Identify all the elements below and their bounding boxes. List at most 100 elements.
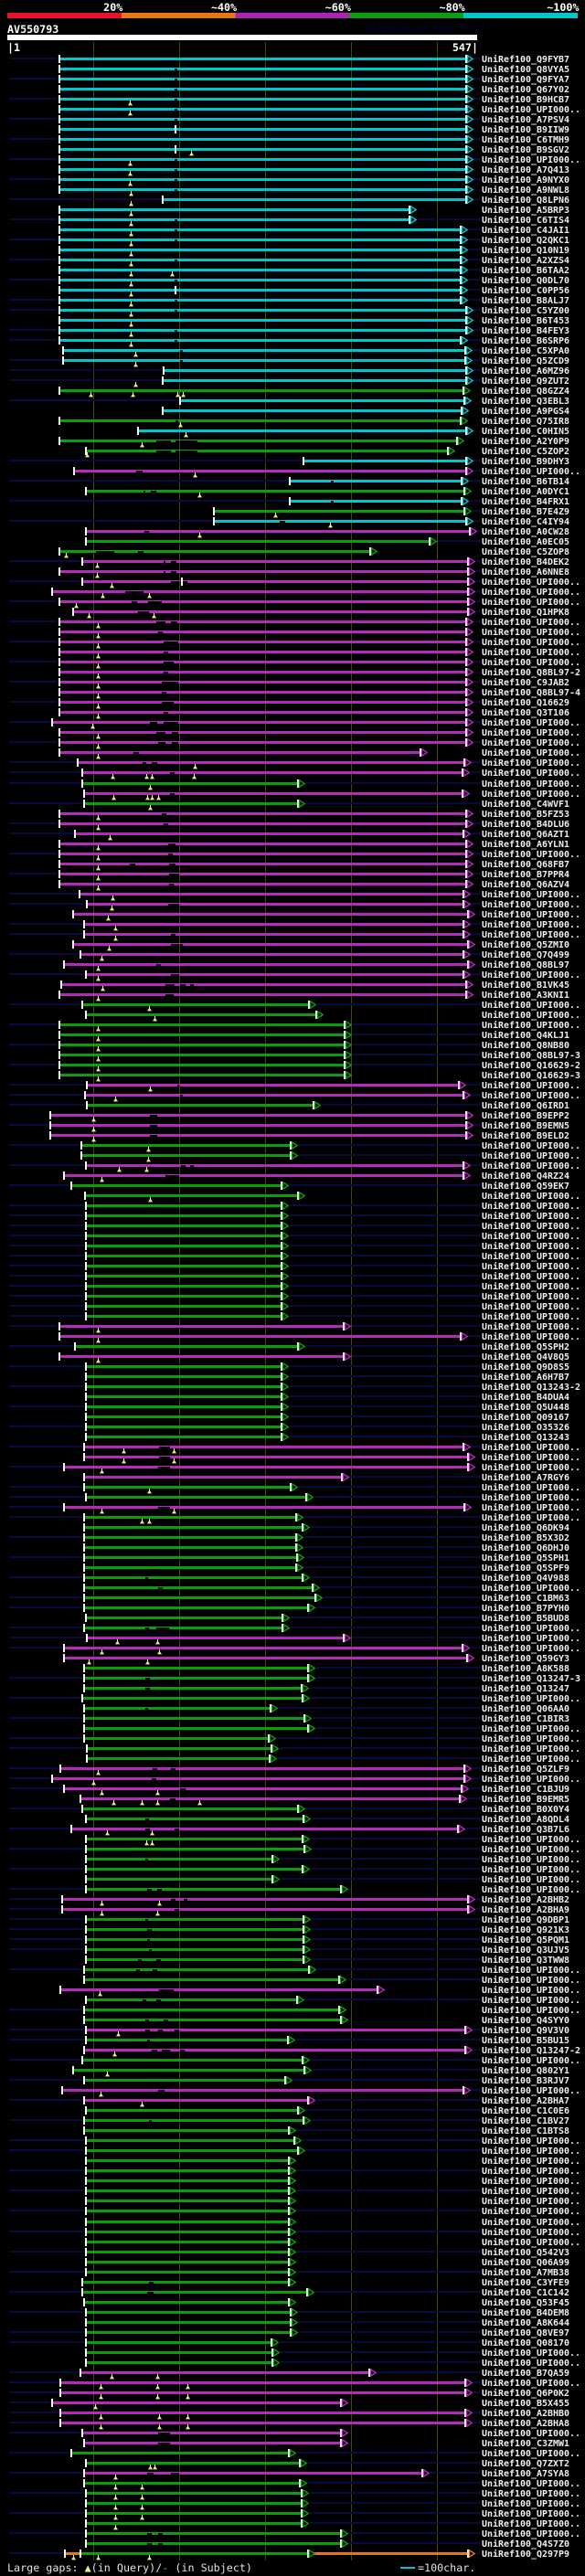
alignment-row[interactable]: UniRef100_C0HIN5 (137, 426, 569, 438)
hsp-segment[interactable] (79, 761, 143, 764)
hit-label[interactable]: UniRef100_UPI000.. (482, 1844, 580, 1855)
hsp-segment[interactable] (72, 1184, 281, 1187)
hit-label[interactable]: UniRef100_Q2QKC1 (482, 235, 569, 246)
hit-label[interactable]: UniRef100_UPI000.. (482, 2348, 580, 2359)
hit-label[interactable]: UniRef100_UPI000.. (482, 466, 580, 477)
alignment-row[interactable]: UniRef100_UPI000.. (9, 899, 580, 911)
hsp-segment[interactable] (87, 1295, 281, 1298)
hsp-segment[interactable] (85, 1456, 159, 1458)
hit-label[interactable]: UniRef100_A9NYX0 (482, 175, 569, 186)
hsp-segment[interactable] (60, 1064, 344, 1066)
alignment-row[interactable]: UniRef100_C5ZOP2 (85, 446, 569, 458)
alignment-row[interactable]: UniRef100_UPI000.. (85, 2518, 580, 2530)
hsp-segment[interactable] (87, 2210, 288, 2212)
alignment-row[interactable]: UniRef100_UPI000.. (9, 1291, 580, 1302)
hsp-segment[interactable] (85, 1476, 341, 1479)
hsp-segment[interactable] (177, 339, 460, 342)
hsp-segment[interactable] (60, 329, 175, 332)
alignment-row[interactable]: UniRef100_UPI000.. (9, 2005, 580, 2016)
hit-label[interactable]: UniRef100_A2Y0P9 (482, 436, 569, 447)
hsp-segment[interactable] (179, 2472, 421, 2475)
hsp-segment[interactable] (63, 1898, 171, 1901)
hsp-segment[interactable] (60, 148, 465, 151)
hsp-segment[interactable] (87, 1235, 281, 1237)
hsp-segment[interactable] (150, 1938, 303, 1941)
alignment-row[interactable]: UniRef100_A2BHB0 (9, 2408, 569, 2420)
hsp-segment[interactable] (177, 218, 409, 221)
hsp-segment[interactable] (144, 550, 369, 553)
alignment-row[interactable]: UniRef100_B4FRX1 (9, 496, 569, 507)
hsp-segment[interactable] (85, 1446, 159, 1448)
alignment-row[interactable]: UniRef100_A2BHA9 (9, 1904, 569, 1916)
hsp-segment[interactable] (176, 843, 465, 845)
hit-label[interactable]: UniRef100_C0PP56 (482, 285, 569, 296)
hit-label[interactable]: UniRef100_UPI000.. (482, 1623, 580, 1634)
hit-label[interactable]: UniRef100_UPI000.. (482, 1150, 580, 1161)
alignment-row[interactable]: UniRef100_UPI000.. (58, 727, 580, 739)
alignment-row[interactable]: UniRef100_Q16629-2 (9, 1060, 580, 1072)
hsp-segment[interactable] (63, 2089, 158, 2092)
alignment-row[interactable]: UniRef100_Q67Y02 (58, 84, 569, 95)
hsp-segment[interactable] (87, 1918, 145, 1921)
alignment-row[interactable]: UniRef100_UPI000.. (9, 1090, 580, 1102)
hit-label[interactable]: UniRef100_Q67Y02 (482, 84, 569, 95)
hit-label[interactable]: UniRef100_Q4V8Q5 (482, 1352, 569, 1362)
alignment-row[interactable]: UniRef100_C6TIS4 (9, 215, 569, 227)
hit-label[interactable]: UniRef100_B5BU15 (482, 2035, 569, 2046)
hit-label[interactable]: UniRef100_UPI000.. (482, 899, 580, 910)
alignment-row[interactable]: UniRef100_UPI000.. (9, 577, 580, 588)
hsp-segment[interactable] (51, 1124, 150, 1127)
hsp-segment[interactable] (174, 661, 465, 663)
hit-label[interactable]: UniRef100_B9ELD2 (482, 1130, 569, 1141)
hsp-segment[interactable] (177, 279, 460, 281)
hit-label[interactable]: UniRef100_UPI000.. (482, 717, 580, 728)
hsp-segment[interactable] (74, 610, 138, 613)
hit-label[interactable]: UniRef100_UPI000.. (482, 929, 580, 940)
hit-label[interactable]: UniRef100_Q5U448 (482, 1402, 569, 1413)
hsp-segment[interactable] (179, 903, 463, 906)
hsp-segment[interactable] (60, 812, 162, 815)
hsp-segment[interactable] (215, 520, 280, 523)
alignment-row[interactable]: UniRef100_UPI000.. (9, 2508, 580, 2520)
hit-label[interactable]: UniRef100_B9EMN5 (482, 1120, 569, 1131)
hsp-segment[interactable] (87, 2169, 288, 2172)
hsp-segment[interactable] (174, 883, 465, 885)
alignment-row[interactable]: UniRef100_UPI000.. (83, 1452, 580, 1464)
hsp-segment[interactable] (51, 1114, 150, 1117)
alignment-row[interactable]: UniRef100_Q5ZLF9 (9, 1764, 569, 1776)
hit-label[interactable]: UniRef100_B5X3D2 (482, 1532, 569, 1543)
hit-label[interactable]: UniRef100_UPI000.. (482, 1442, 580, 1453)
hsp-segment[interactable] (60, 681, 162, 684)
alignment-row[interactable]: UniRef100_A9NWL8 (58, 185, 569, 196)
hit-label[interactable]: UniRef100_Q6AZT1 (482, 829, 569, 840)
hsp-segment[interactable] (60, 269, 460, 271)
hit-label[interactable]: UniRef100_Q8BL97-4 (482, 687, 580, 698)
hsp-segment[interactable] (87, 1948, 149, 1951)
alignment-row[interactable]: UniRef100_Q9D8S5 (9, 1362, 569, 1373)
hsp-segment[interactable] (83, 2281, 149, 2284)
hit-label[interactable]: UniRef100_UPI000.. (482, 1723, 580, 1734)
hsp-segment[interactable] (163, 631, 465, 633)
alignment-row[interactable]: UniRef100_UPI000.. (9, 2186, 580, 2197)
hit-label[interactable]: UniRef100_A6MZ96 (482, 366, 569, 376)
hit-label[interactable]: UniRef100_B5BUD8 (482, 1613, 569, 1624)
hsp-segment[interactable] (183, 943, 467, 946)
hit-label[interactable]: UniRef100_UPI000.. (482, 1834, 580, 1845)
hit-label[interactable]: UniRef100_Q16629-2 (482, 1060, 580, 1071)
alignment-row[interactable]: UniRef100_UPI000.. (9, 1623, 580, 1634)
hsp-segment[interactable] (144, 590, 467, 593)
hit-label[interactable]: UniRef100_Q9FYB7 (482, 54, 569, 65)
alignment-row[interactable]: UniRef100_C1BV27 (9, 2115, 569, 2126)
alignment-row[interactable]: UniRef100_Q9V3V0 (9, 2025, 569, 2037)
alignment-row[interactable]: UniRef100_C4JAI1 (58, 225, 569, 237)
hsp-segment[interactable] (87, 1285, 281, 1288)
alignment-row[interactable]: UniRef100_Q4V988 (9, 1573, 569, 1584)
hit-label[interactable]: UniRef100_UPI000.. (482, 1583, 580, 1594)
alignment-row[interactable]: UniRef100_B0X0Y4 (9, 1804, 569, 1815)
hsp-segment[interactable] (176, 570, 467, 573)
hsp-segment[interactable] (87, 2159, 288, 2162)
hit-label[interactable]: UniRef100_UPI000.. (482, 1241, 580, 1252)
hit-label[interactable]: UniRef100_Q4SYY0 (482, 2015, 569, 2026)
alignment-row[interactable]: UniRef100_UPI000.. (9, 154, 580, 166)
hsp-segment[interactable] (60, 661, 164, 663)
